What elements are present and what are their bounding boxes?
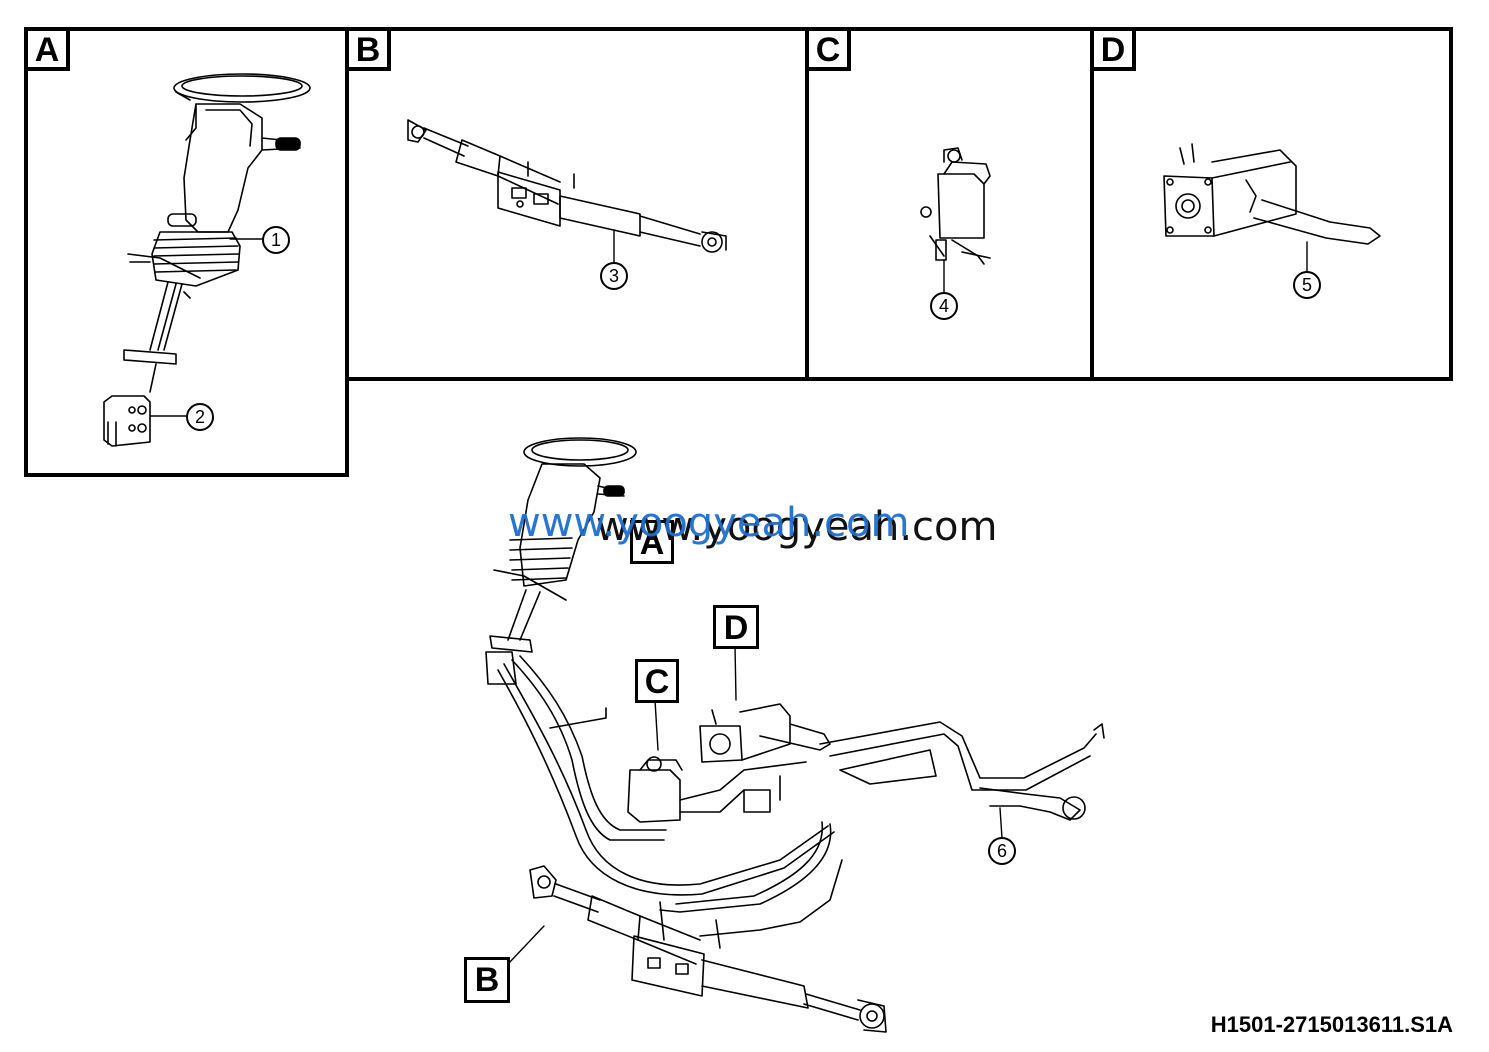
panel-c-letter: C: [809, 31, 851, 71]
panel-a-letter: A: [28, 31, 70, 71]
callout-1: 1: [262, 226, 290, 254]
callout-6: 6: [988, 837, 1016, 865]
panel-b-letter: B: [349, 31, 391, 71]
callout-5: 5: [1293, 271, 1321, 299]
main-label-b: B: [464, 957, 510, 1003]
document-id: H1501-2715013611.S1A: [1210, 1012, 1453, 1037]
panel-d-letter: D: [1094, 31, 1136, 71]
callout-4: 4: [930, 292, 958, 320]
panel-b: B: [345, 27, 809, 381]
callout-2: 2: [186, 403, 214, 431]
callout-3: 3: [600, 262, 628, 290]
watermark-blue: www.yoogyeah.com: [508, 500, 910, 546]
panel-c: C: [805, 27, 1094, 381]
steering-column-drawing: [103, 73, 311, 447]
steering-cylinder-drawing: [407, 119, 727, 253]
leader-lines: [149, 229, 1308, 965]
main-label-c: C: [635, 659, 679, 703]
main-assembly-drawing: [485, 437, 1105, 1033]
panel-a: A: [24, 27, 349, 477]
pump-drawing: [1163, 143, 1381, 245]
valve-drawing: [920, 147, 991, 265]
watermark-dark: www.yoogyeah.com: [596, 504, 998, 550]
main-label-d: D: [713, 605, 759, 649]
main-label-a: A: [630, 520, 674, 564]
panel-d: D: [1090, 27, 1453, 381]
